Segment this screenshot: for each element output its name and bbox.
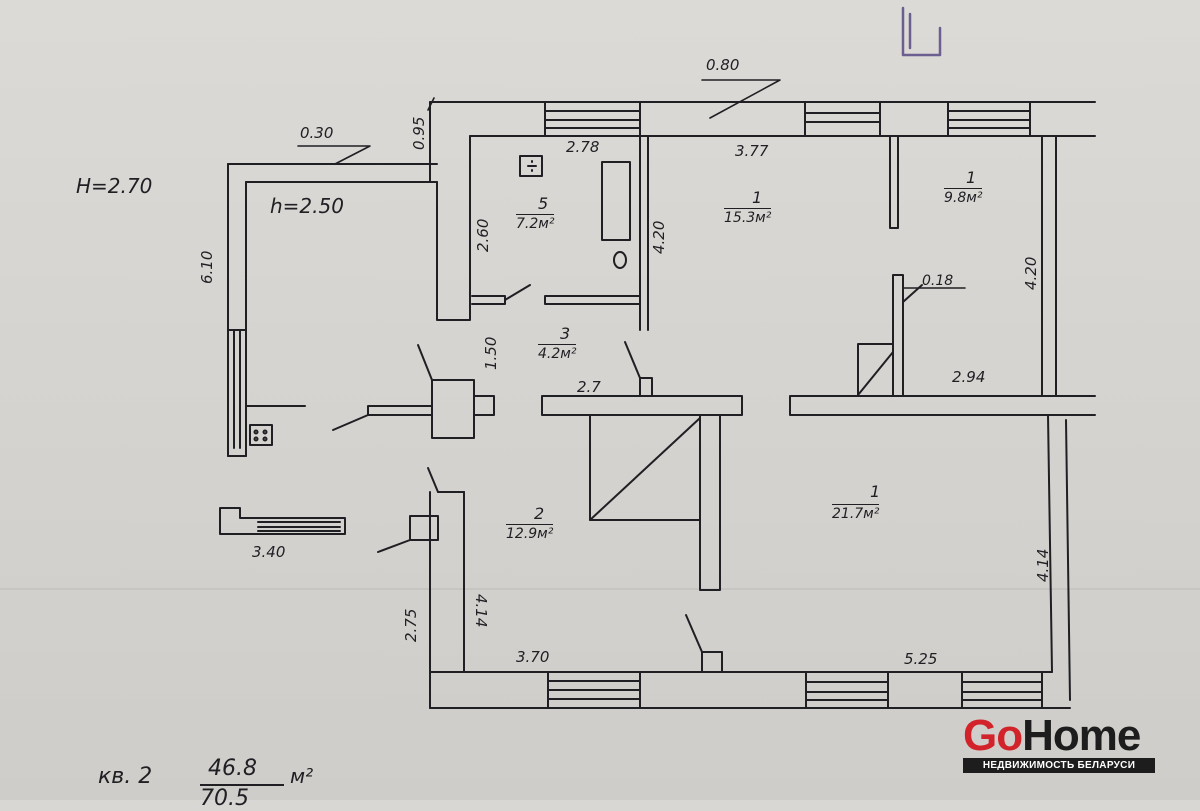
area-unit: м² xyxy=(290,764,314,788)
dim-room-right-width: 2.94 xyxy=(952,368,986,386)
dim-top-window: 0.80 xyxy=(706,56,740,74)
logo-brand-home: Home xyxy=(1022,711,1141,760)
room-top-right-number: 1 xyxy=(966,168,977,187)
dimension-leaders xyxy=(297,79,966,289)
dim-left-height-outer: 2.75 xyxy=(402,608,420,642)
interior-walls xyxy=(332,135,1096,673)
dim-kitchen-height: 2.60 xyxy=(474,218,492,252)
dim-annex-length: 6.10 xyxy=(198,250,216,284)
gohome-logo: GoHome НЕДВИЖИМОСТЬ БЕЛАРУСИ xyxy=(963,714,1155,774)
room-5-number: 5 xyxy=(538,194,549,213)
total-area-value: 70.5 xyxy=(200,784,284,810)
ceiling-height-annex: h=2.50 xyxy=(270,194,344,218)
room-5-area: 7.2м² xyxy=(516,214,555,232)
dim-annex-wall: 0.30 xyxy=(300,124,334,142)
dim-porch-width: 3.40 xyxy=(252,543,286,561)
dim-hall-width: 2.7 xyxy=(577,378,601,396)
kitchen-fixtures xyxy=(519,155,631,269)
apartment-label: кв. 2 xyxy=(98,764,153,789)
logo-brand-go: Go xyxy=(963,711,1023,760)
room-2-area: 12.9м² xyxy=(506,524,554,542)
room-bottom-right-area: 21.7м² xyxy=(832,504,880,522)
windows xyxy=(544,101,1043,709)
dim-partition: 0.18 xyxy=(922,273,954,289)
room-3-area: 4.2м² xyxy=(538,344,577,362)
porch xyxy=(219,507,346,535)
room-3-number: 3 xyxy=(560,324,571,343)
dim-right-height: 4.20 xyxy=(1022,256,1040,290)
dim-left-height-inner: 4.14 xyxy=(472,594,490,628)
annex-walls xyxy=(227,163,438,457)
dim-room-top-height: 4.20 xyxy=(650,220,668,254)
dim-room-top-width: 3.77 xyxy=(735,142,769,160)
dim-wall-top-left: 0.95 xyxy=(410,116,428,150)
paper-fold xyxy=(0,588,1200,590)
room-2-number: 2 xyxy=(534,504,545,523)
ceiling-height-main: H=2.70 xyxy=(76,174,153,198)
room-top-right-area: 9.8м² xyxy=(944,188,983,206)
room-bottom-right-number: 1 xyxy=(870,482,881,501)
corner-stamp xyxy=(901,6,942,57)
living-area-value: 46.8 xyxy=(208,756,257,781)
room-top-middle-number: 1 xyxy=(752,188,763,207)
logo-tagline: НЕДВИЖИМОСТЬ БЕЛАРУСИ xyxy=(963,758,1155,773)
dim-bottom-left-width: 3.70 xyxy=(516,648,550,666)
dim-right-height-bottom: 4.14 xyxy=(1034,548,1052,582)
dim-hall-height: 1.50 xyxy=(482,336,500,370)
dim-kitchen-width: 2.78 xyxy=(566,138,600,156)
dim-bottom-right-width: 5.25 xyxy=(904,650,938,668)
room-top-middle-area: 15.3м² xyxy=(724,208,772,226)
outer-walls xyxy=(429,101,1096,709)
